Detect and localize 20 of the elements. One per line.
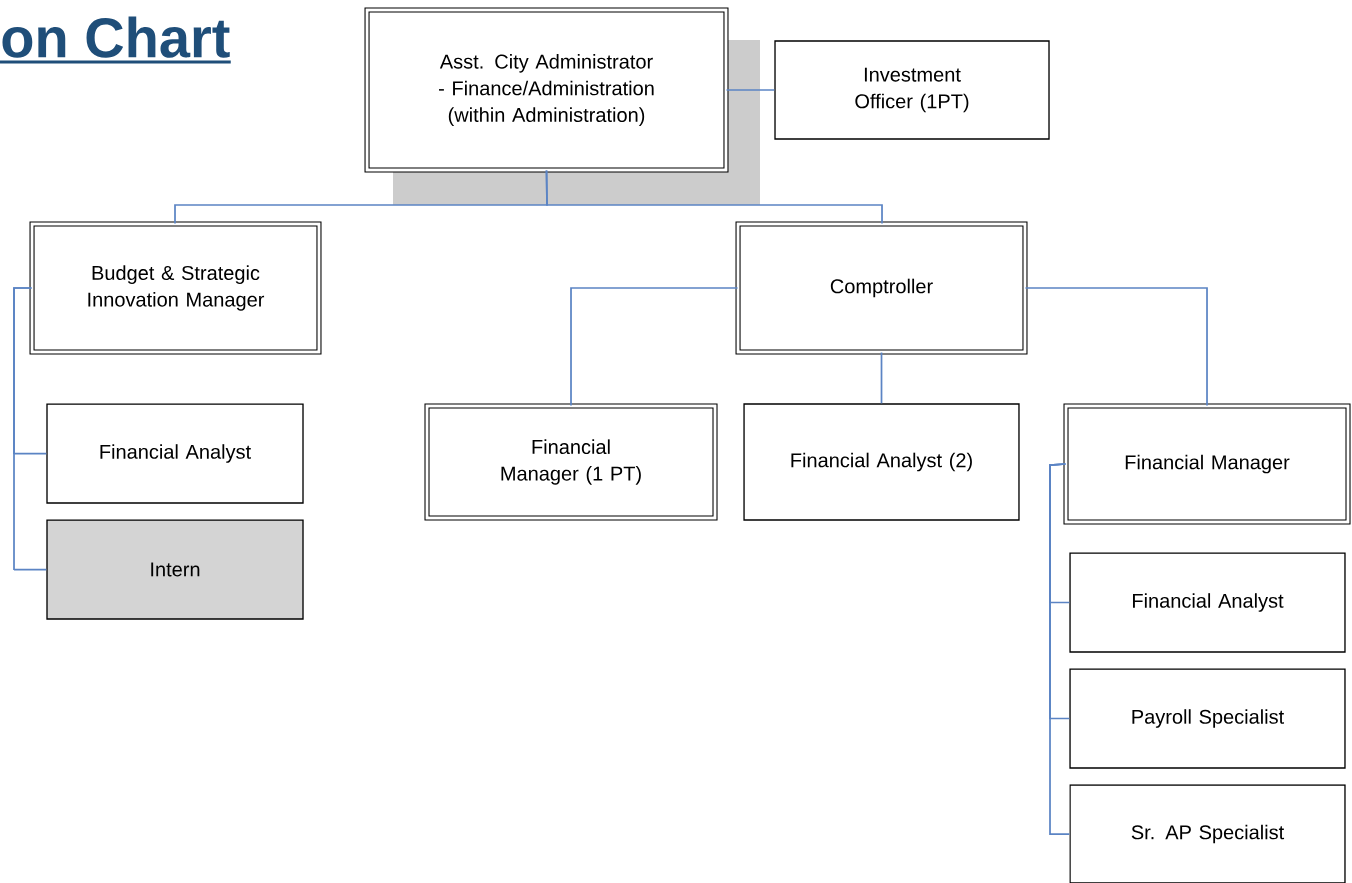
role-box: Financial Analyst (1069, 552, 1346, 653)
connector-line (13, 287, 48, 571)
role-box: Budget & Strategic Innovation Manager (29, 221, 322, 355)
title: on Chart (2, 16, 230, 58)
role-box: Investment Officer (1PT) (774, 40, 1050, 140)
role-box: Asst. City Administrator - Finance/Administration (within Administration) (364, 7, 729, 173)
role-box: Financial Analyst (2) (743, 403, 1020, 521)
role-box: Payroll Specialist (1069, 668, 1346, 769)
role-box: Sr. AP Specialist (1069, 784, 1346, 883)
role-box: Financial Analyst (46, 403, 304, 504)
connector-line (880, 351, 883, 405)
role-box: Financial Manager (1 PT) (424, 403, 718, 521)
role-box: Comptroller (735, 221, 1028, 355)
connector-line (1024, 287, 1208, 407)
connector-line (1049, 463, 1071, 836)
role-box: Intern (46, 519, 304, 620)
connector-line (570, 287, 739, 407)
connector-line (545, 169, 883, 225)
role-box: Financial Manager (1063, 403, 1351, 525)
connector-line (725, 89, 776, 91)
